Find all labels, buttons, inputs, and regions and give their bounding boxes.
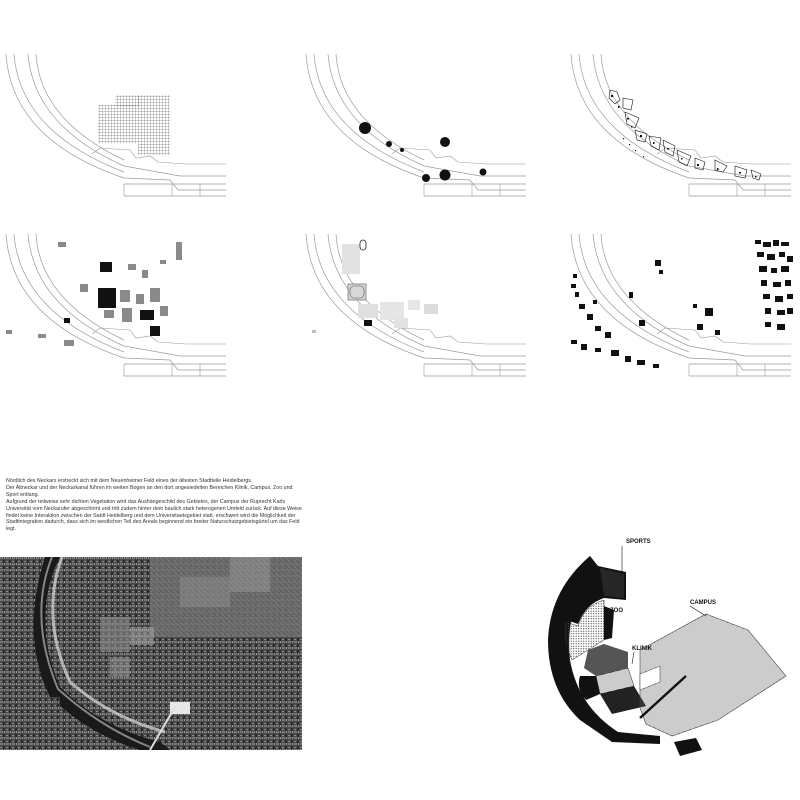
label-campus: CAMPUS (690, 600, 716, 606)
zone-diagram: SPORTS ZOO CAMPUS KLINIK (538, 538, 800, 762)
label-sports: SPORTS (626, 539, 651, 545)
river-band (548, 556, 660, 744)
line-map-illustration (5, 233, 227, 377)
zone-klinik (584, 644, 628, 676)
aerial-photo-illustration (0, 556, 302, 751)
map-panel-sport (300, 230, 535, 400)
map-panel-surroundings (565, 230, 800, 400)
intro-paragraph-1: Nördlich des Neckars erstreckt sich mit … (6, 478, 253, 484)
line-map-illustration (5, 53, 227, 197)
circle-marker (400, 148, 404, 152)
intro-paragraph-3: Aufgrund der teilweise sehr dichten Vege… (6, 498, 302, 533)
map-panel-grid (0, 50, 235, 210)
line-map-illustration (305, 53, 527, 197)
map-panel-buildings (0, 230, 235, 400)
line-map-illustration (570, 233, 793, 377)
circle-marker (479, 168, 487, 176)
map-panel-circles (300, 50, 535, 210)
line-map-illustration (305, 233, 527, 377)
circle-marker (440, 137, 450, 147)
zone-campus (639, 613, 787, 737)
label-klinik: KLINIK (632, 646, 653, 652)
aerial-photo (0, 556, 302, 751)
circle-marker (386, 141, 392, 147)
intro-paragraph-2: Der Altneckar und der Neckarkanal führen… (6, 484, 293, 498)
circle-marker (422, 174, 430, 182)
circle-marker (359, 122, 371, 134)
circle-marker (439, 169, 451, 181)
intro-text-block: Nördlich des Neckars erstreckt sich mit … (6, 478, 304, 533)
axonometric-zone-illustration: SPORTS ZOO CAMPUS KLINIK (548, 539, 787, 756)
map-panel-vegetation (565, 50, 800, 210)
label-zoo: ZOO (610, 608, 623, 614)
line-map-illustration (570, 53, 792, 197)
